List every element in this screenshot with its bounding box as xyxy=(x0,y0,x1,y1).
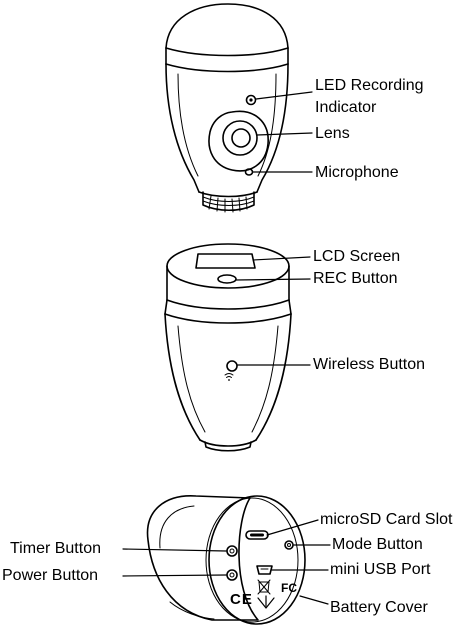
label-timer-button: Timer Button xyxy=(10,540,101,558)
lcd-screen xyxy=(196,254,255,268)
power-button-shape xyxy=(227,570,237,580)
label-microsd-card-slot: microSD Card Slot xyxy=(320,511,452,529)
top-band-upper xyxy=(167,300,289,309)
label-mode-button: Mode Button xyxy=(332,536,423,554)
label-battery-cover: Battery Cover xyxy=(330,599,428,617)
fc-mark: FC xyxy=(281,579,297,597)
weee-bin-icon xyxy=(258,580,270,594)
label-microphone: Microphone xyxy=(315,164,399,182)
lens-glass xyxy=(232,129,250,147)
label-lcd-screen: LCD Screen xyxy=(313,248,400,266)
label-rec-button: REC Button xyxy=(313,270,397,288)
camera-top-view xyxy=(165,244,310,451)
recycle-arrow-icon xyxy=(258,596,274,608)
label-lens: Lens xyxy=(315,125,350,143)
label-led-recording-line2: Indicator xyxy=(315,99,376,117)
wifi-icon xyxy=(225,374,233,381)
front-cap xyxy=(166,4,288,48)
camera-rear-view xyxy=(123,496,330,624)
front-cap-band-top xyxy=(166,48,288,56)
battery-cover-disc xyxy=(209,496,305,624)
lens-ring xyxy=(223,121,257,155)
rec-button-shape xyxy=(218,275,236,283)
front-cap-band-bottom xyxy=(166,64,288,72)
lens-housing xyxy=(209,111,268,171)
label-mini-usb-port: mini USB Port xyxy=(330,561,430,579)
camera-front-view xyxy=(166,4,312,212)
label-led-recording-line1: LED Recording xyxy=(315,77,424,95)
label-power-button: Power Button xyxy=(2,567,98,585)
timer-button-shape xyxy=(227,546,237,556)
mode-button-shape xyxy=(285,541,293,549)
wireless-button-shape xyxy=(227,361,237,371)
top-band-lower xyxy=(165,314,291,323)
ce-mark: CE xyxy=(230,591,253,609)
top-surface xyxy=(167,244,289,288)
front-bottom-rim xyxy=(199,192,257,197)
mini-usb-shape xyxy=(257,566,272,574)
label-wireless-button: Wireless Button xyxy=(313,356,425,374)
